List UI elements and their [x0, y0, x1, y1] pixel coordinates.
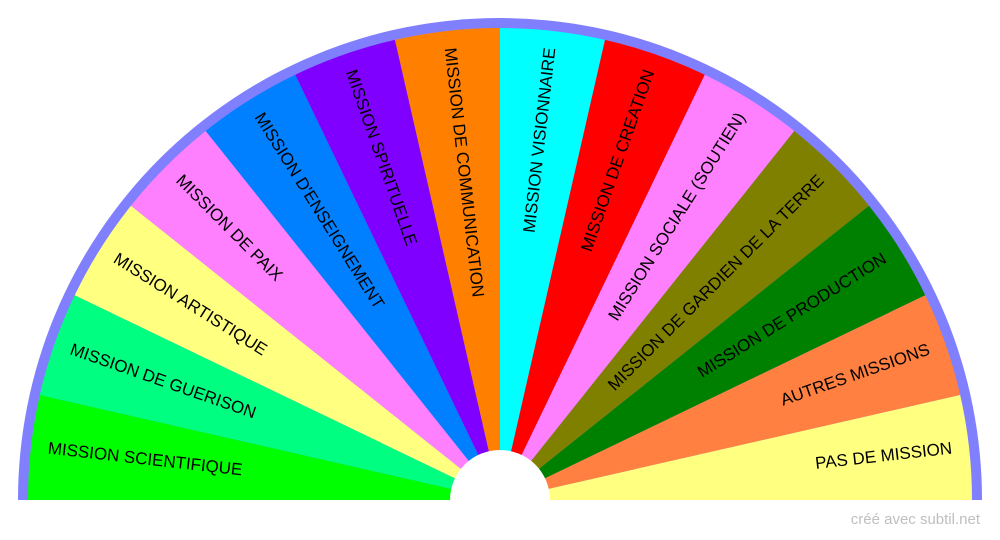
dial-segment [295, 39, 500, 500]
dial-segment [394, 28, 500, 500]
dial-segment [500, 205, 926, 500]
dial-segment [130, 130, 501, 501]
dial-center-hub [450, 450, 550, 500]
dial-segment [500, 295, 961, 500]
dial-segment [500, 39, 705, 500]
dial-segment [500, 74, 795, 501]
dial-segment [500, 28, 606, 500]
dial-segment [28, 394, 500, 500]
dial-segment [205, 74, 500, 501]
dial-segment [500, 130, 870, 501]
credit-text: créé avec subtil.net [850, 511, 980, 528]
dial-segment [74, 205, 501, 500]
dial-segment [500, 394, 972, 500]
dial-segment [39, 295, 500, 500]
